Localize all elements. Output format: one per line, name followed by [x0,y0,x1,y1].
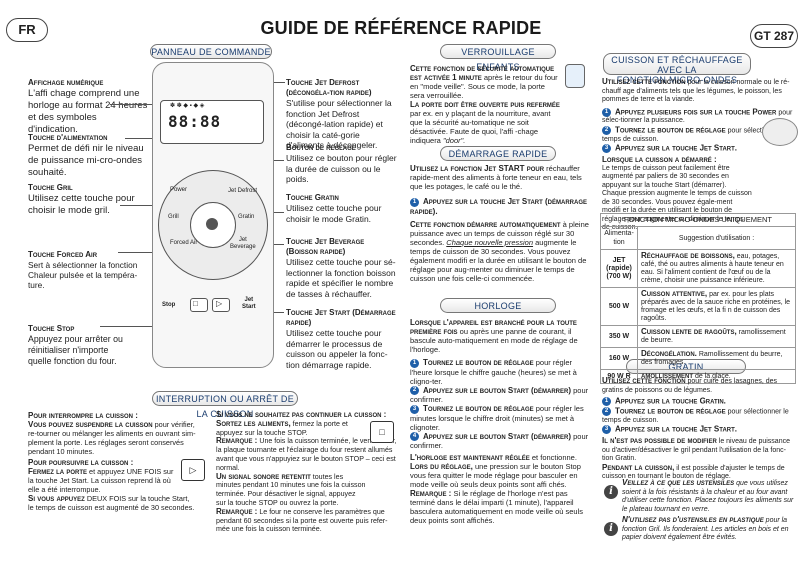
jet-beverage-description: Touche Jet Beverage (Boisson rapide) Uti… [286,237,396,299]
child-lock-text: Cette fonction de sécurité automatique e… [410,64,560,145]
table-row: JET (rapide) (700 W)Réchauffage de boiss… [600,249,796,288]
section-clock: HORLOGE [440,298,556,313]
knob-center [206,218,218,230]
page-title: GUIDE DE RÉFÉRENCE RAPIDE [260,18,542,38]
display-symbols-icon: ✽ ✽ ◆ ▪ ◆ ◈ [170,103,205,109]
power-table: FONCTION MICRO-ONDES UNIQUEMENT Alimenta… [600,213,796,384]
grill-rack-icon [762,118,798,146]
gratin-label: Gratin [238,214,255,220]
info-icon: i [604,485,618,499]
grill-label: Grill [168,214,179,220]
power-label: Power [170,187,188,193]
stop-label: Stop [162,302,176,308]
digital-display [160,100,264,144]
utensil-note: Veillez à ce que les ustensiles que vous… [622,478,794,513]
stop-icon: □ [193,299,198,308]
plastic-note: N'utilisez pas d'ustensiles en plastique… [622,515,789,541]
info-icon: i [604,522,618,536]
forced-air-label: Forced Air [170,240,198,246]
jet-defrost-label: Jet Defrost [228,188,258,194]
leader-line [118,252,168,253]
display-description: Affichage numérique L'affi chage compren… [28,78,148,135]
start-button[interactable] [212,298,230,312]
language-badge: FR [6,18,48,42]
display-digits: 88:88 [168,112,222,131]
jet-start-description: Touche Jet Start (Démarrage rapide) Util… [286,308,396,370]
stop-icon: □ [370,421,394,443]
grill-description: Touche Gril Utilisez cette touche pour c… [28,183,135,216]
lock-icon [565,64,585,88]
cook-reheat-text: Utilisez cette fonction pour la cuisson … [602,77,793,232]
leader-line [120,205,168,206]
knob-description: Bouton de réglage Utilisez ce bouton pou… [286,143,397,184]
section-panel: PANNEAU DE COMMANDE [150,44,272,59]
play-icon: ▷ [181,459,205,481]
stop-description: Touche Stop Appuyez pour arrêter ou réin… [28,324,123,366]
gratin-text: Utilisez cette fonction pour cuire des l… [602,376,790,481]
interrupt-right-text: Si vous ne souhaitez pas continuer la cu… [216,410,397,534]
section-start: DÉMARRAGE RAPIDE [440,146,556,161]
section-lock: VERROUILLAGE ENFANTS [440,44,556,72]
play-icon: ▷ [216,299,223,308]
power-description: Touche d'alimentation Permet de défi nir… [28,133,144,178]
model-badge: GT 287 [750,24,798,48]
leader-line [100,326,188,327]
leader-line [110,104,160,105]
interrupt-left-text: Pour interrompre la cuisson : Vous pouve… [28,411,196,512]
clock-text: Lorsque l'appareil est branché pour la t… [410,318,589,526]
stop-button[interactable] [190,298,208,312]
quick-start-text: Utilisez la fonction Jet START pour réch… [410,164,589,283]
section-interrupt: INTERRUPTION OU ARRÊT DE LA CUISSON [152,391,298,419]
leader-line [125,138,170,139]
gratin-description: Touche Gratin Utilisez cette touche pour… [286,193,382,224]
forced-air-description: Touche Forced Air Sert à sélectionner la… [28,250,138,290]
jet-defrost-description: Touche Jet Defrost (décongéla-tion rapid… [286,78,392,150]
